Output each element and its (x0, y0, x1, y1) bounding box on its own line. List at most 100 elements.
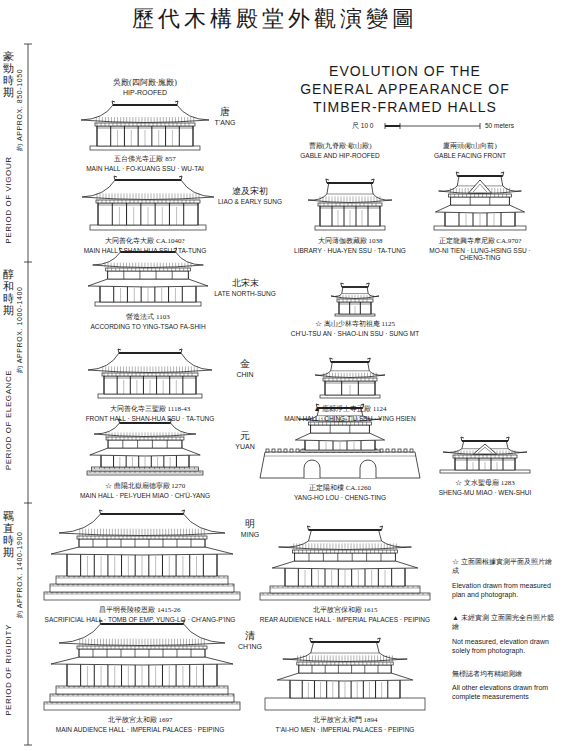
platform (50, 584, 234, 592)
bracket (111, 268, 112, 271)
roof-tile (347, 196, 348, 202)
ridge (327, 182, 373, 184)
balustrade-post (90, 471, 91, 473)
lower-eave (51, 547, 233, 555)
roof-tile (383, 655, 384, 661)
door-lattice (131, 130, 132, 146)
scale-bar (385, 126, 480, 127)
bracket (343, 299, 344, 302)
bracket (334, 550, 335, 553)
ridge-ornament (506, 437, 509, 441)
roof-tile (189, 639, 190, 646)
roof-tile (381, 543, 382, 549)
balustrade-post (200, 471, 201, 473)
roof-tile (132, 263, 133, 268)
column (107, 662, 108, 686)
roof-tile (114, 263, 115, 268)
door-lattice (318, 570, 319, 586)
roof-tile (330, 655, 331, 661)
lintel (455, 460, 515, 461)
roof-tile (456, 188, 457, 193)
caption-chinese: 曹殿(九脊殿·歇山殿) (309, 142, 372, 150)
door-lattice (155, 556, 156, 576)
bracket (123, 646, 124, 649)
roof-tile (350, 655, 351, 661)
roof-tile (123, 366, 124, 372)
door-lattice (162, 207, 163, 225)
door-lattice (473, 462, 474, 470)
bracket (362, 422, 363, 425)
wall (320, 206, 380, 226)
roof-tile (356, 655, 357, 661)
wall (339, 302, 371, 314)
period-name-english: PERIOD OF VIGOUR (4, 156, 13, 243)
bracket (160, 373, 161, 376)
column (163, 649, 164, 657)
roof-tile (311, 543, 312, 549)
roof-tile (371, 655, 372, 661)
roof-tile (515, 450, 516, 454)
door-lattice (338, 210, 339, 226)
door-lattice (494, 214, 495, 226)
roof-tile (375, 543, 376, 549)
roof-tile (172, 263, 173, 268)
roof-tile (347, 373, 348, 378)
roof-tile (97, 193, 98, 199)
roof-tile (145, 432, 146, 436)
roof-tile (142, 529, 143, 536)
roof-tile (159, 639, 160, 646)
roof-tile (169, 263, 170, 268)
roof-tile (336, 655, 337, 661)
masonry-base (260, 452, 420, 478)
hall-elevation (331, 283, 379, 316)
bracket (322, 662, 323, 665)
caption-chinese: 正定陽和樓 CA.1260 (309, 484, 371, 492)
bracket (157, 123, 158, 126)
column (352, 553, 353, 561)
door-lattice (320, 682, 321, 698)
bracket (362, 662, 363, 665)
column (391, 566, 392, 586)
roof-tile (320, 543, 321, 549)
roof-tile (79, 639, 80, 646)
bracket (338, 550, 339, 553)
roof-tile (159, 529, 160, 536)
platform (315, 226, 385, 230)
roof-tile (148, 193, 149, 199)
bracket (337, 378, 338, 381)
dynasty-label: 唐 (220, 106, 230, 118)
bracket (329, 378, 330, 381)
roof-tile (126, 263, 127, 268)
column (172, 271, 173, 279)
door-lattice (158, 130, 159, 146)
roof-tile (354, 543, 355, 549)
bracket (104, 373, 105, 376)
bracket (115, 268, 116, 271)
roof-tile (361, 373, 362, 378)
roof-tile (127, 193, 128, 199)
bracket (151, 646, 152, 649)
column (298, 665, 299, 673)
roof-tile (369, 543, 370, 549)
door-lattice (381, 682, 382, 698)
roof-tile (103, 193, 104, 199)
door-lattice (326, 442, 327, 450)
bracket (467, 455, 468, 458)
hall-elevation (434, 172, 526, 230)
bracket (164, 373, 165, 376)
wall (67, 662, 217, 686)
door-lattice (480, 214, 481, 226)
bracket (183, 646, 184, 649)
column (391, 665, 392, 673)
bracket (326, 662, 327, 665)
door-lattice (176, 207, 177, 225)
bracket (109, 123, 110, 126)
bracket (322, 550, 323, 553)
roof-tile (123, 117, 124, 122)
balustrade (260, 595, 430, 596)
bracket (345, 378, 346, 381)
door-lattice (142, 556, 143, 576)
column (189, 552, 190, 576)
scale-label: 50 meters (485, 122, 514, 129)
